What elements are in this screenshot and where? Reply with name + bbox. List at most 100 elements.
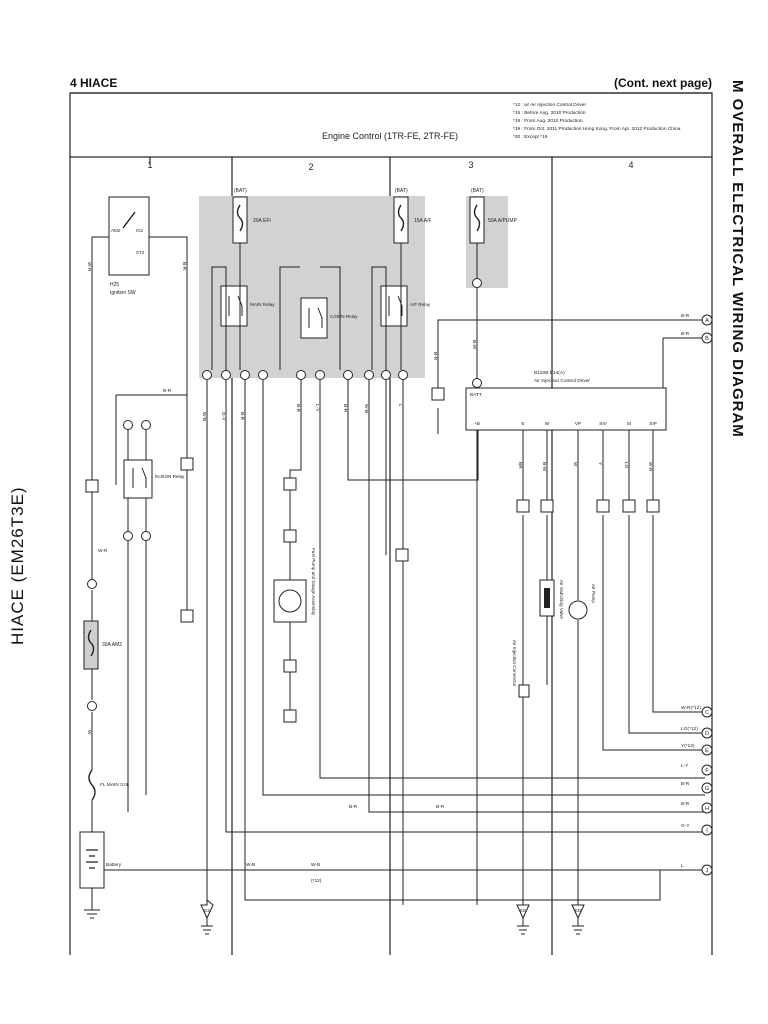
batt-label: (BAT): [395, 188, 408, 194]
wire-label: B-R: [342, 404, 348, 413]
page-title: 4 HIACE: [70, 76, 118, 90]
wire-label: B-R: [163, 388, 172, 394]
air-pump: Air Pump: [568, 584, 596, 620]
wire-label: W-R: [86, 262, 92, 272]
wire-label: W-B: [311, 862, 320, 868]
connector-marker: [701, 864, 713, 876]
connector-id: C: [705, 710, 709, 716]
connector-id: I: [706, 828, 708, 834]
connector-wire-label: L: [681, 863, 684, 869]
connector-id: G: [705, 786, 709, 792]
fuel-pump: Fuel Pump and Gauge Assembly: [273, 548, 316, 623]
grounds: [84, 888, 585, 935]
connector-wire-label: Y(*12): [681, 743, 695, 749]
note-item: *15 : Before Aug. 2010 Production: [513, 110, 586, 116]
connector-id: J: [706, 868, 709, 874]
am2-fuse-label: 30A AM2: [102, 642, 122, 648]
wire-label: B-W: [541, 462, 547, 472]
continued-note: (Cont. next page): [614, 76, 712, 90]
column-number: 1: [147, 160, 152, 170]
main-relay: [220, 285, 248, 327]
wire-label: BR: [517, 462, 523, 469]
connector-marker: [701, 802, 713, 814]
column-number: 2: [308, 162, 313, 172]
wire-label: B-R: [239, 412, 245, 421]
connector-marker: [701, 314, 713, 326]
connector-marker: [701, 744, 713, 756]
wires: [91, 236, 705, 905]
connector-id: B: [705, 336, 709, 342]
fuel-pump-label: Fuel Pump and Gauge Assembly: [311, 548, 316, 616]
connector-id: D: [705, 731, 709, 737]
air-injection-connector: Air Injection Connector: [512, 640, 530, 698]
batt-label: (BAT): [234, 188, 247, 194]
driver-name: Air Injection Control Driver: [534, 378, 590, 384]
connector-wire-label: W-R(*12): [681, 705, 701, 711]
connector-id: H: [705, 806, 709, 812]
fusible-link: FL MAIN 3.0L: [88, 769, 130, 801]
driver-pin: W: [545, 421, 550, 427]
connector-marker: [701, 764, 713, 776]
wire-label: B-R: [349, 804, 358, 810]
air-pump-label: Air Pump: [591, 584, 596, 603]
battery-label: Battery: [106, 862, 122, 868]
wire-label: W: [86, 730, 92, 735]
relay-labels: MAIN Relay C/OPN Relay A/F Relay INJ/ION…: [155, 302, 431, 479]
connector-marker: [701, 782, 713, 794]
fl-main-label: FL MAIN 3.0L: [100, 782, 130, 788]
wire-label: L-Y: [314, 404, 320, 412]
wire-label: (*12): [311, 878, 322, 884]
wire-label: W-B: [363, 404, 369, 413]
efi-fuse: [232, 196, 248, 244]
driver-pin: SI: [627, 421, 632, 427]
wire-label: B-R: [436, 804, 445, 810]
battery: Battery: [79, 831, 122, 889]
af-fuse: [393, 196, 409, 244]
ignition-switch: AM2 IG2 ST2 H25 Ignition SW: [108, 196, 150, 296]
wire-label: LG: [623, 462, 629, 469]
air-injection-driver: B120B B14(A) Air Injection Control Drive…: [465, 370, 667, 431]
driver-pin: SIP: [649, 421, 657, 427]
airpump-fuse: [469, 196, 485, 244]
column-numbers: 1 2 3 4: [147, 160, 633, 172]
wire-label: B-W: [471, 340, 477, 350]
ig2-terminal: IG2: [136, 228, 144, 233]
connector-marker: [701, 706, 713, 718]
main-relay-label: MAIN Relay: [250, 302, 275, 307]
fuse-elements: [87, 204, 481, 657]
injection-relay: [123, 459, 153, 499]
connector-marker: [701, 332, 713, 344]
connector-wire-label: B-R: [681, 801, 690, 807]
airpump-fuse-label: 50A A/PUMP: [488, 218, 518, 224]
note-item: *12 : w/ Air Injection Control Driver: [513, 102, 586, 108]
connector-id: E: [705, 748, 709, 754]
relay-contacts: [132, 295, 403, 488]
connector-wire-label: L-Y: [681, 763, 689, 769]
note-item: *19 : From Oct. 2011 Production Hong Kon…: [513, 126, 681, 132]
air-valve-label: Air Switching Valve: [559, 580, 564, 619]
cirn-relay: [300, 297, 328, 339]
wire-label: W-B: [246, 862, 255, 868]
fuse-labels: (BAT) (BAT) (BAT) 20A EFI 15A A/F 50A A/…: [102, 188, 518, 648]
af-fuse-label: 15A A/F: [414, 218, 432, 224]
connector-id: A: [705, 318, 709, 324]
batt-label: (BAT): [471, 188, 484, 194]
wire-label: W-R: [647, 462, 653, 472]
ground-labels: E2 ED ED: [204, 908, 582, 913]
connector-wire-label: B-R: [681, 781, 690, 787]
driver-pin: SIV: [599, 421, 608, 427]
relays: [123, 285, 408, 499]
right-connectors: AB-RBB-RCW-R(*12)DLG(*12)EY(*12)FL-YGB-R…: [681, 313, 713, 876]
fuses: [83, 196, 485, 670]
wire-label: G-Y: [220, 412, 226, 421]
note-item: *20 : Except *19: [513, 134, 548, 140]
driver-id: B120B B14(A): [534, 370, 565, 376]
am2-terminal: AM2: [111, 228, 121, 233]
cirn-relay-label: C/OPN Relay: [330, 314, 358, 319]
driver-pin: +B: [474, 421, 480, 427]
st2-terminal: ST2: [136, 250, 145, 255]
connector-wire-label: B-R: [681, 313, 690, 319]
ignition-sw-id: H25: [110, 282, 119, 288]
